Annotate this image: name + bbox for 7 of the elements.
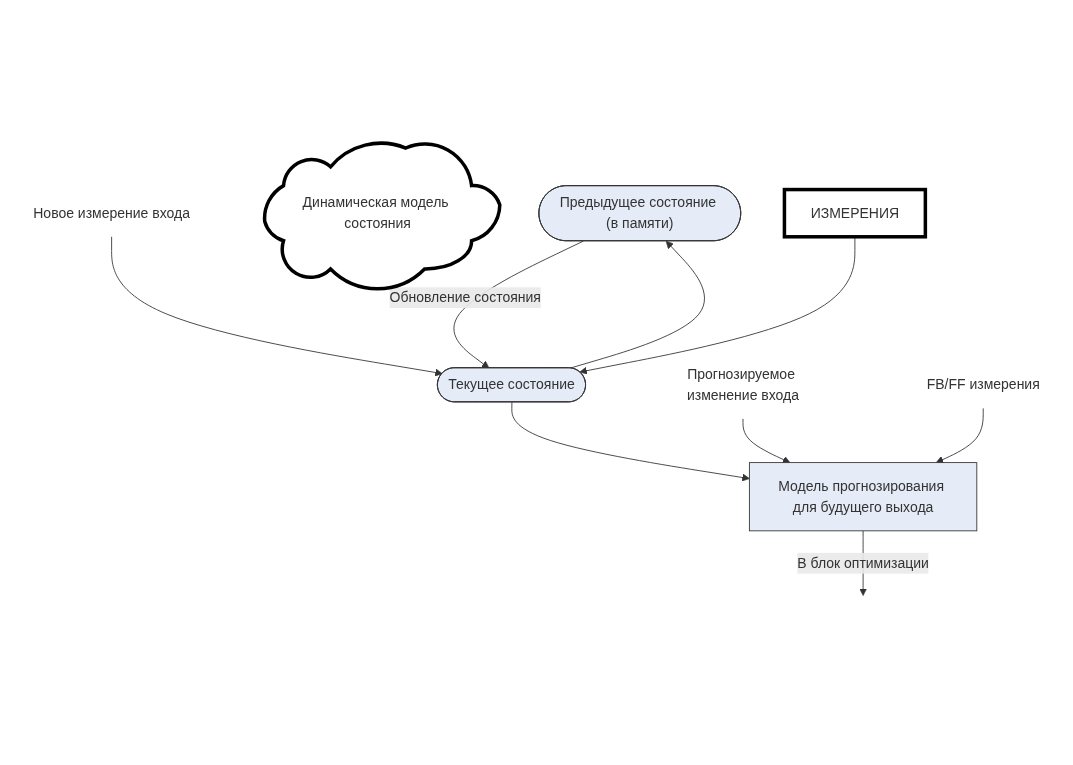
node-box: ИЗМЕРЕНИЯ: [782, 187, 928, 239]
node-box: Модель прогнозирования для будущего выхода: [748, 462, 978, 532]
node-text: Прогнозируемое изменение входа: [686, 366, 800, 403]
node-text: Новое измерение входа: [33, 205, 190, 221]
edge-label: Обновление состояния: [389, 289, 541, 305]
node-text: FB/FF измерения: [926, 376, 1040, 392]
edge-label: В блок оптимизации: [797, 555, 929, 571]
